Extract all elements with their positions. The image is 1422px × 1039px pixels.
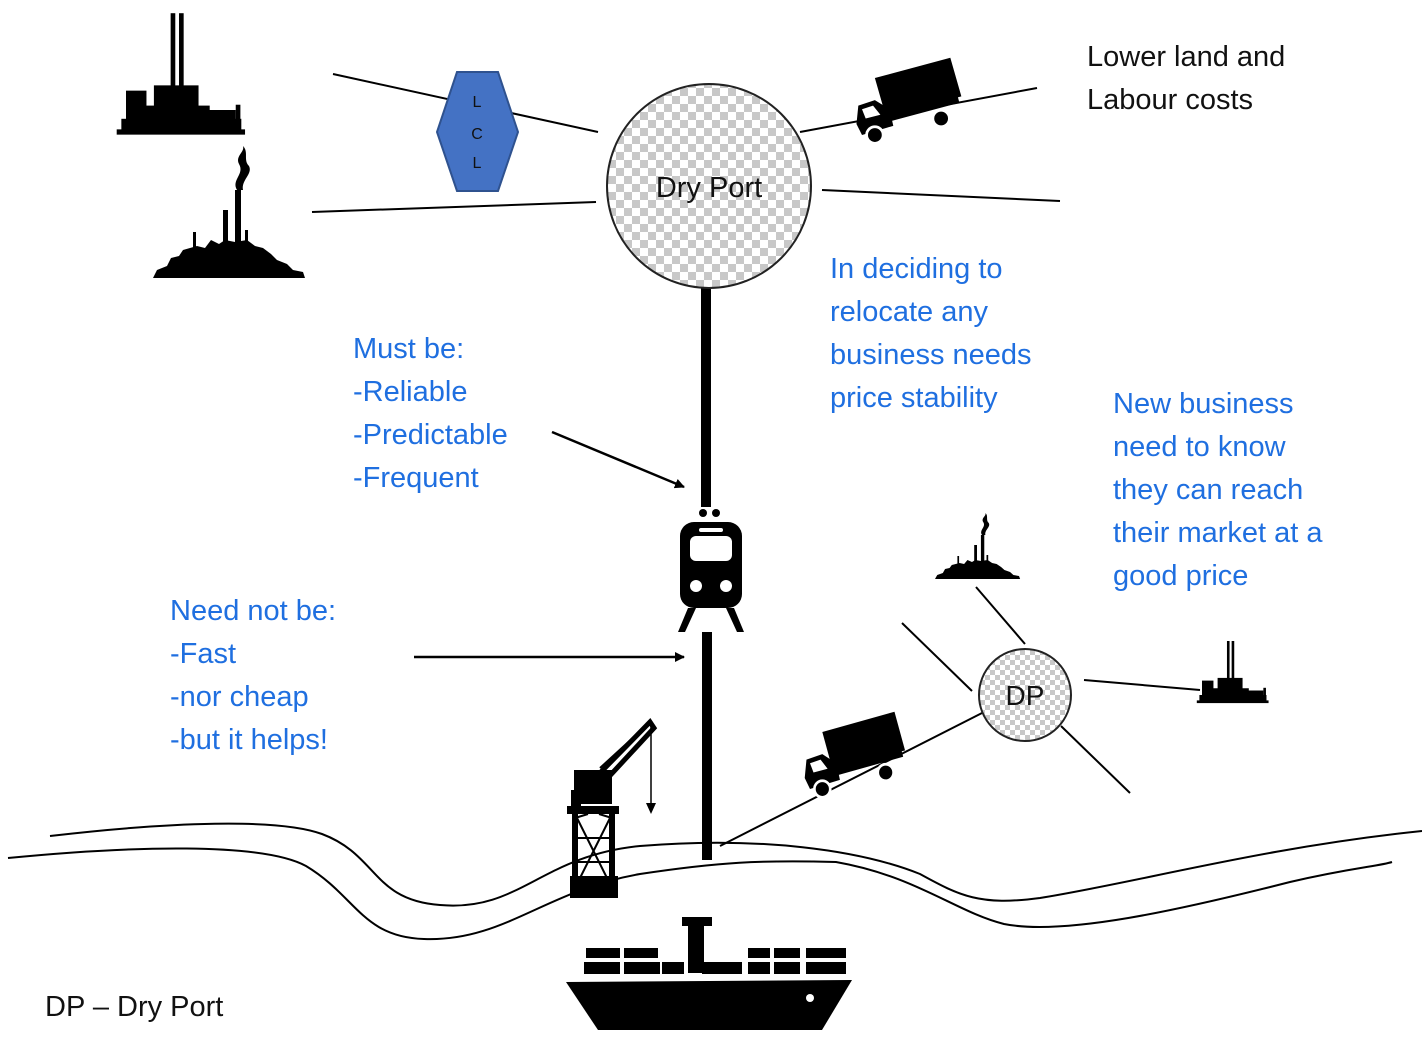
legend: DP – Dry Port	[45, 991, 224, 1023]
need-not-note-line: -but it helps!	[170, 724, 328, 756]
new-business-note: New business need to know they can reach…	[1113, 383, 1323, 598]
train-icon	[678, 509, 744, 632]
dp-label: DP	[1006, 680, 1045, 711]
rail-line-lower	[702, 632, 712, 860]
line-dp-to-factory	[1083, 679, 1201, 691]
coastline-upper	[49, 822, 1422, 907]
rail-line	[701, 285, 712, 860]
lcl-letter-3: L	[473, 155, 482, 172]
refinery-icon	[935, 513, 1021, 579]
lcl-hexagon: L C L	[435, 71, 520, 192]
top-right-note: Lower land and Labour costs	[1087, 36, 1285, 122]
need-not-note-line: -Fast	[170, 638, 237, 670]
line-dp-to-port	[719, 711, 985, 847]
new-business-note-line: they can reach	[1113, 474, 1304, 506]
new-business-note-line: need to know	[1113, 431, 1286, 463]
new-business-note-line: New business	[1113, 388, 1294, 420]
dry-port-label: Dry Port	[656, 172, 762, 204]
crane-icon	[567, 718, 658, 898]
line-dp-to-refinery	[975, 586, 1026, 645]
lcl-letter-2: C	[471, 126, 483, 143]
dry-port-node: Dry Port	[606, 83, 812, 289]
line-dry-port-to-right	[821, 189, 1061, 202]
factory-icon	[1196, 641, 1269, 704]
must-be-note-line: Must be:	[353, 333, 465, 365]
rail-line-upper	[701, 285, 711, 507]
dry-port-circle	[606, 83, 812, 289]
dp-circle	[978, 648, 1072, 742]
need-not-note-line: -nor cheap	[170, 681, 309, 713]
lcl-hexagon-shape	[435, 71, 520, 192]
line-refinery-to-dry-port	[311, 201, 597, 213]
need-not-note-line: Need not be:	[170, 595, 337, 627]
new-business-note-line: their market at a	[1113, 517, 1323, 549]
lcl-letter-1: L	[473, 94, 482, 111]
must-be-note-line: -Predictable	[353, 419, 508, 451]
must-be-arrow	[551, 430, 685, 489]
relocate-note-line: price stability	[830, 382, 998, 414]
container-ship-icon	[566, 917, 852, 1030]
need-not-note: Need not be: -Fast -nor cheap -but it he…	[170, 590, 336, 762]
must-be-note-line: -Frequent	[353, 462, 479, 494]
relocate-note-line: relocate any	[830, 296, 988, 328]
new-business-note-line: good price	[1113, 560, 1249, 592]
truck-icon	[855, 56, 963, 145]
truck-icon	[803, 710, 907, 799]
line-dp-to-left	[901, 622, 973, 692]
line-dp-to-bottom-right	[1060, 725, 1131, 794]
coastline	[7, 822, 1422, 941]
coastline-lower	[7, 847, 1393, 941]
top-right-note-line: Labour costs	[1087, 84, 1254, 116]
dp-node: DP	[978, 648, 1072, 742]
relocate-note-line: In deciding to	[830, 253, 1003, 285]
must-be-note-line: -Reliable	[353, 376, 468, 408]
refinery-icon	[153, 146, 305, 278]
top-right-note-line: Lower land and	[1087, 41, 1286, 73]
must-be-note: Must be: -Reliable -Predictable -Frequen…	[353, 328, 508, 500]
factory-icon	[116, 13, 246, 135]
arrows	[414, 430, 685, 662]
relocate-note-line: business needs	[830, 339, 1032, 371]
relocate-note: In deciding to relocate any business nee…	[830, 248, 1032, 420]
